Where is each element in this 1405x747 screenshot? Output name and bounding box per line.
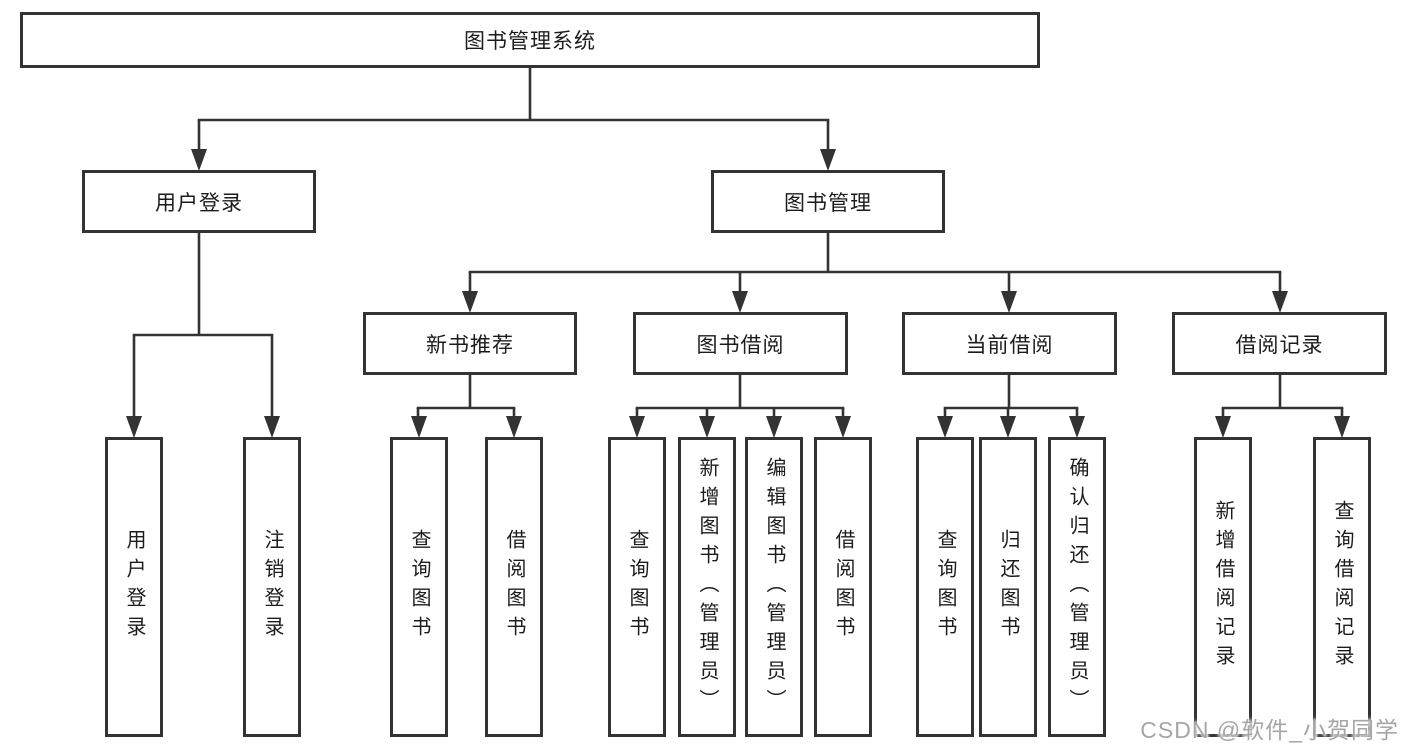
node-library-management-system: 图书管理系统 xyxy=(20,12,1040,68)
node-query-books-2: 查询图书 xyxy=(608,437,666,737)
node-borrow-books-2: 借阅图书 xyxy=(814,437,872,737)
node-logout: 注销登录 xyxy=(243,437,301,737)
node-user-login-module: 用户登录 xyxy=(82,170,316,233)
node-label: 图书管理 xyxy=(784,191,872,215)
node-add-books-admin: 新增图书（管理员） xyxy=(678,437,736,737)
node-user-login: 用户登录 xyxy=(105,437,163,737)
node-label: 查询图书 xyxy=(934,529,956,645)
node-label: 查询图书 xyxy=(626,529,648,645)
node-add-borrow-record: 新增借阅记录 xyxy=(1194,437,1252,737)
node-query-books-1: 查询图书 xyxy=(390,437,448,737)
node-label: 图书借阅 xyxy=(696,333,785,357)
node-label: 当前借阅 xyxy=(965,333,1054,357)
node-confirm-return-admin: 确认归还（管理员） xyxy=(1048,437,1106,737)
node-label: 借阅记录 xyxy=(1235,333,1324,357)
node-book-borrowing: 图书借阅 xyxy=(633,312,848,375)
node-label: 图书管理系统 xyxy=(464,30,596,53)
node-label: 查询图书 xyxy=(408,529,430,645)
node-label: 用户登录 xyxy=(155,191,243,215)
node-edit-books-admin: 编辑图书（管理员） xyxy=(745,437,803,737)
node-query-borrow-record: 查询借阅记录 xyxy=(1313,437,1371,737)
node-query-books-3: 查询图书 xyxy=(916,437,974,737)
node-label: 注销登录 xyxy=(261,529,283,645)
node-label: 查询借阅记录 xyxy=(1331,500,1353,674)
node-label: 新增图书（管理员） xyxy=(696,456,718,718)
node-borrowing-records: 借阅记录 xyxy=(1172,312,1387,375)
node-book-management-module: 图书管理 xyxy=(711,170,945,233)
node-label: 用户登录 xyxy=(123,529,145,645)
node-borrow-books-1: 借阅图书 xyxy=(485,437,543,737)
node-label: 编辑图书（管理员） xyxy=(763,456,785,718)
node-label: 借阅图书 xyxy=(832,529,854,645)
node-label: 新书推荐 xyxy=(426,333,514,357)
node-label: 新增借阅记录 xyxy=(1212,500,1234,674)
node-label: 确认归还（管理员） xyxy=(1066,456,1088,718)
node-current-borrowing: 当前借阅 xyxy=(902,312,1117,375)
node-label: 归还图书 xyxy=(997,529,1019,645)
node-label: 借阅图书 xyxy=(503,529,525,645)
node-return-books: 归还图书 xyxy=(979,437,1037,737)
node-new-book-recommend: 新书推荐 xyxy=(363,312,577,375)
csdn-watermark: CSDN @软件_小贺同学 xyxy=(1140,717,1399,743)
